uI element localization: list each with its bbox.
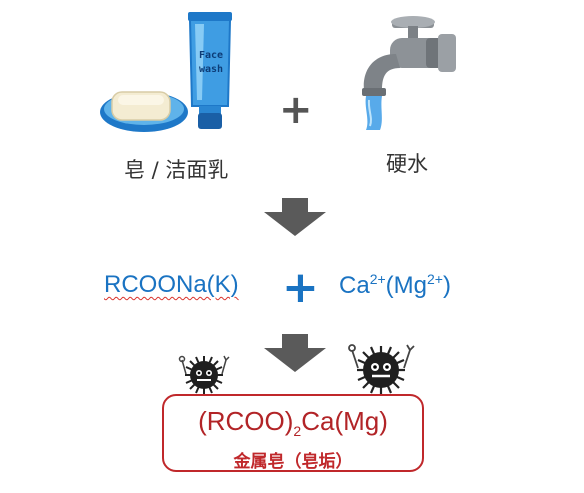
hard-water-label: 硬水 (386, 152, 428, 176)
down-arrow-1 (264, 198, 326, 236)
mg-close: ) (442, 272, 451, 299)
plus-sign-reaction: + (282, 262, 319, 313)
metal-soap-caption: 金属皂（皂垢） (233, 452, 353, 472)
reactant-ions-formula: Ca2+(Mg2+) (339, 271, 451, 300)
rcoona-formula: RCOONa(K) (104, 271, 239, 298)
formula-subscript: 2 (293, 423, 302, 439)
formula-prefix: (RCOO) (198, 406, 294, 436)
germ-large-icon (348, 344, 415, 394)
face-wash-tube-icon: Face wash (188, 12, 232, 129)
ca-symbol: Ca (339, 272, 370, 299)
down-arrow-2 (264, 334, 326, 372)
ca-charge: 2+ (369, 271, 386, 287)
formula-suffix: Ca(Mg) (301, 406, 388, 436)
svg-text:wash: wash (199, 64, 223, 75)
germ-small-icon (178, 355, 230, 394)
product-box (162, 394, 424, 472)
soap-icon (100, 91, 188, 132)
reactant-soap-formula: RCOONa(K) (104, 271, 239, 299)
plus-sign-top: + (279, 87, 313, 133)
product-formula: (RCOO)2Ca(Mg) (162, 406, 424, 439)
faucet-icon (362, 16, 456, 130)
mg-charge: 2+ (427, 271, 443, 287)
mg-open: (Mg (385, 272, 427, 299)
svg-text:Face: Face (199, 50, 223, 61)
soap-facewash-label: 皂 / 洁面乳 (124, 158, 229, 182)
